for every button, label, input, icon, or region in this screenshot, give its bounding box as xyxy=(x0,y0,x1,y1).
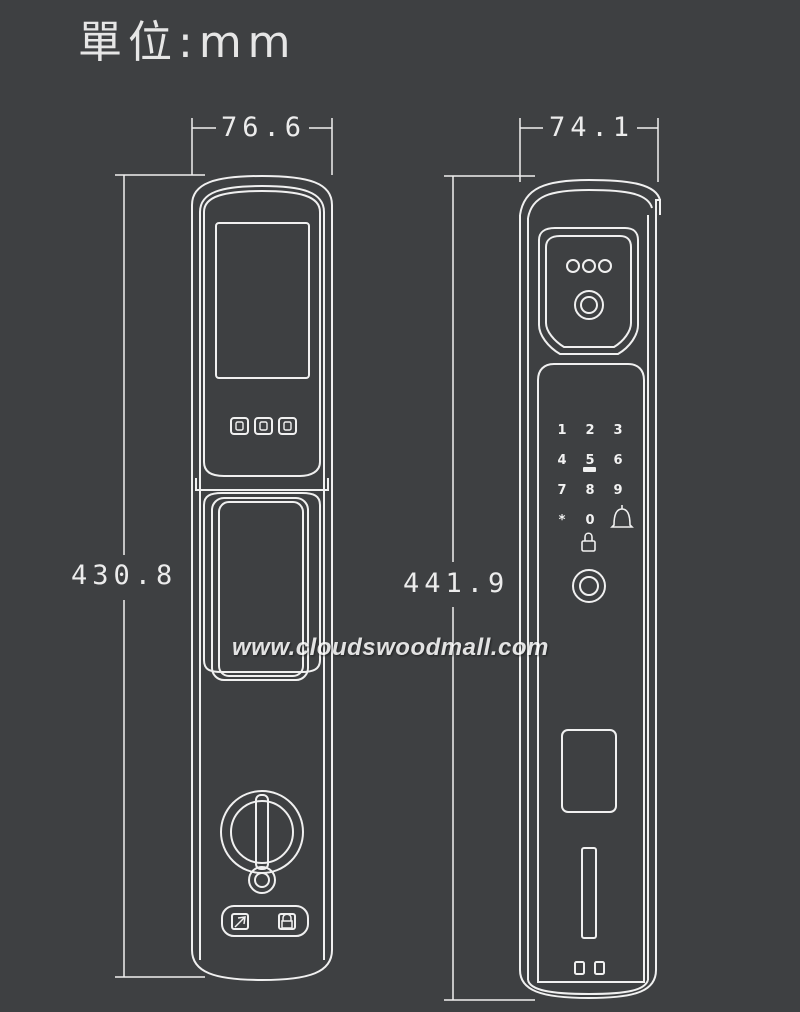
side-height-label: 441.9 xyxy=(400,568,513,599)
key-star: * xyxy=(559,513,566,528)
key-cylinder-icon xyxy=(248,866,276,894)
side-window xyxy=(561,729,617,813)
top-fingerprint-sensor-icon xyxy=(574,290,604,320)
key-9: 9 xyxy=(613,483,622,498)
bell-icon xyxy=(610,505,634,528)
front-width-label: 76.6 xyxy=(218,112,310,143)
keypad-panel xyxy=(537,363,645,983)
key-6: 6 xyxy=(613,453,622,468)
front-width-dimension xyxy=(191,118,333,175)
fingerprint-module xyxy=(538,227,639,355)
front-height-label: 430.8 xyxy=(68,560,181,591)
key-0: 0 xyxy=(585,513,594,528)
side-width-label: 74.1 xyxy=(546,112,638,143)
front-height-dimension xyxy=(115,174,205,978)
lower-fingerprint-sensor-icon xyxy=(572,569,606,603)
display-screen xyxy=(215,222,310,379)
front-lock-panel xyxy=(191,174,333,982)
key-7: 7 xyxy=(557,483,566,498)
padlock-icon xyxy=(581,532,596,552)
emergency-buttons xyxy=(221,905,309,937)
key-3: 3 xyxy=(613,423,622,438)
display-frame xyxy=(203,189,321,477)
front-button-row xyxy=(230,417,297,435)
key-5: 5 xyxy=(585,453,594,468)
key-4: 4 xyxy=(557,453,566,468)
keypad-keys: 1 2 3 4 5 6 7 8 9 * 0 xyxy=(557,423,622,528)
watermark-text: www.cloudswoodmall.com xyxy=(232,634,549,661)
unit-label: 單位:mm xyxy=(78,17,297,68)
side-lock-panel xyxy=(519,178,661,1000)
key-2: 2 xyxy=(585,423,594,438)
thumb-turn-knob xyxy=(220,790,304,874)
side-width-dimension xyxy=(519,118,659,182)
key-slot xyxy=(581,847,597,939)
bottom-screws xyxy=(574,961,605,975)
side-height-dimension xyxy=(444,175,535,1001)
keypad-badge xyxy=(583,467,596,472)
side-indicator-lights xyxy=(566,259,612,273)
key-8: 8 xyxy=(585,483,594,498)
key-1: 1 xyxy=(557,423,566,438)
